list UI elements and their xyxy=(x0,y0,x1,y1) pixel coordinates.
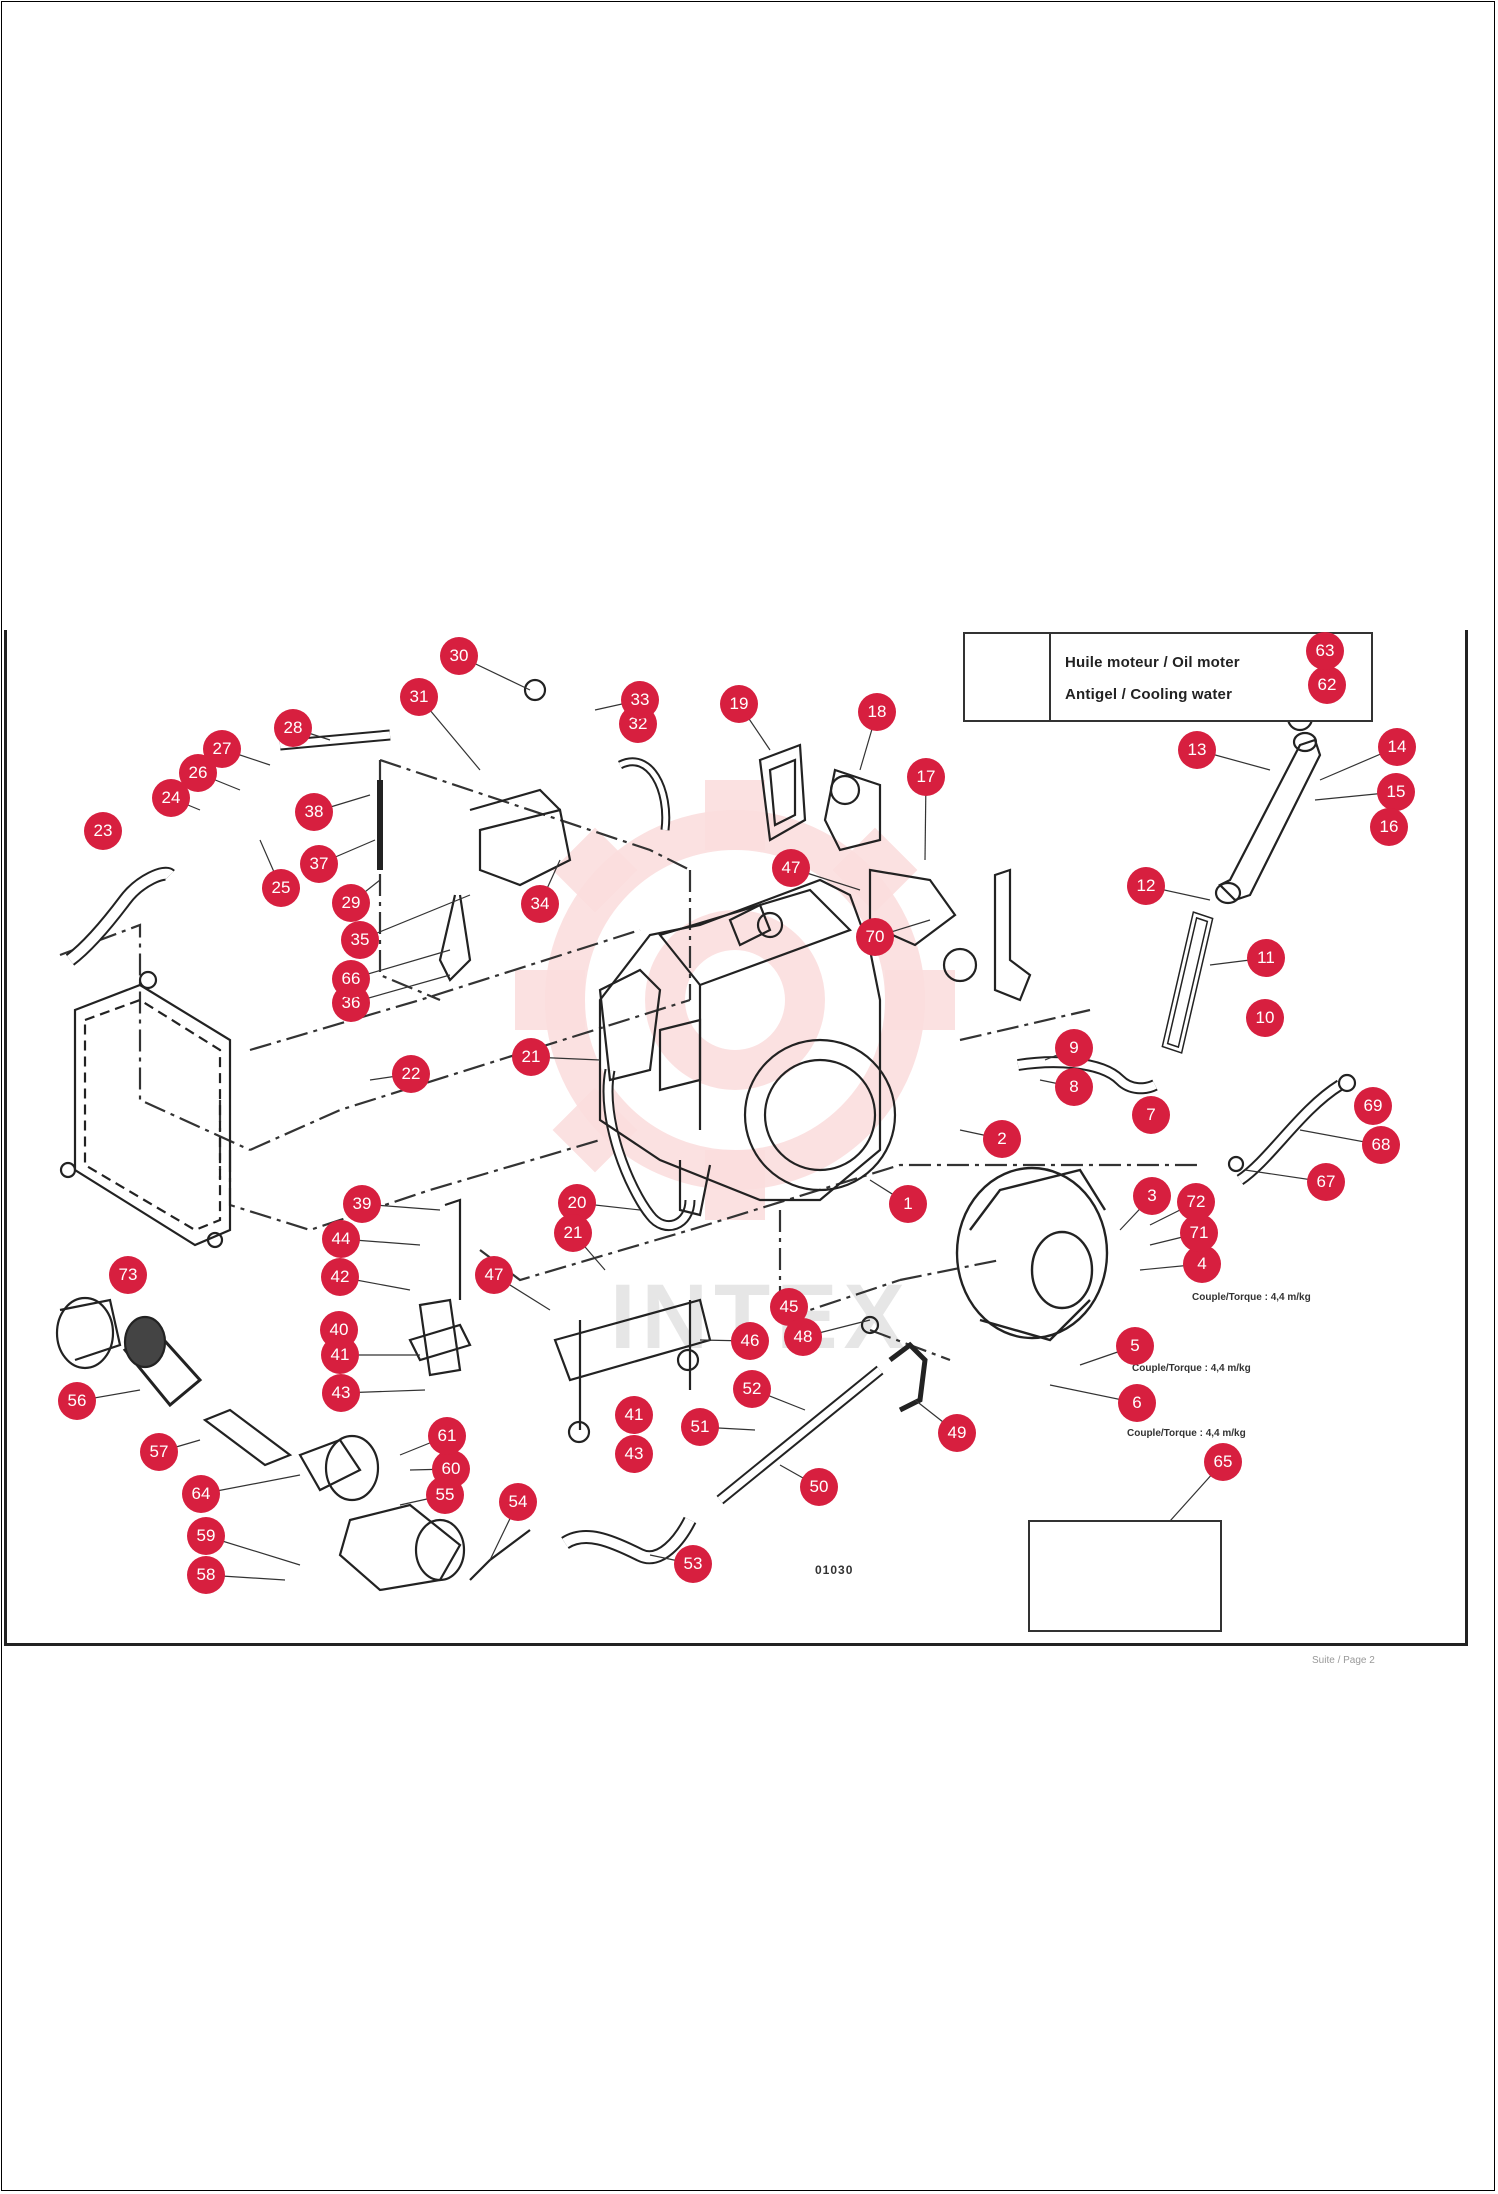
callout-part-25[interactable]: 25 xyxy=(262,869,300,907)
callout-part-3[interactable]: 3 xyxy=(1133,1177,1171,1215)
callout-part-47[interactable]: 47 xyxy=(772,849,810,887)
engine-mount-drawing xyxy=(408,1198,712,1444)
callout-part-15[interactable]: 15 xyxy=(1377,773,1415,811)
callout-part-43[interactable]: 43 xyxy=(615,1435,653,1473)
callout-part-21[interactable]: 21 xyxy=(554,1214,592,1252)
callout-part-2[interactable]: 2 xyxy=(983,1120,1021,1158)
callout-part-69[interactable]: 69 xyxy=(1354,1087,1392,1125)
fluid-legend: Huile moteur / Oil moter Antigel / Cooli… xyxy=(963,632,1373,722)
engine-block-drawing xyxy=(598,878,897,1217)
radiator-drawing xyxy=(59,970,232,1249)
callout-part-37[interactable]: 37 xyxy=(300,845,338,883)
callout-part-19[interactable]: 19 xyxy=(720,685,758,723)
callout-part-44[interactable]: 44 xyxy=(322,1220,360,1258)
callout-part-27[interactable]: 27 xyxy=(203,730,241,768)
callout-part-6[interactable]: 6 xyxy=(1118,1384,1156,1422)
page-note: Suite / Page 2 xyxy=(1312,1655,1375,1666)
callout-part-67[interactable]: 67 xyxy=(1307,1163,1345,1201)
callout-part-41[interactable]: 41 xyxy=(321,1336,359,1374)
callout-part-43[interactable]: 43 xyxy=(322,1374,360,1412)
callout-part-58[interactable]: 58 xyxy=(187,1556,225,1594)
callout-part-65[interactable]: 65 xyxy=(1204,1443,1242,1481)
callout-part-56[interactable]: 56 xyxy=(58,1382,96,1420)
callout-part-42[interactable]: 42 xyxy=(321,1258,359,1296)
callout-part-30[interactable]: 30 xyxy=(440,637,478,675)
torque-note-4: Couple/Torque : 4,4 m/kg xyxy=(1192,1292,1311,1303)
callout-part-33[interactable]: 33 xyxy=(621,681,659,719)
callout-part-28[interactable]: 28 xyxy=(274,709,312,747)
callout-part-61[interactable]: 61 xyxy=(428,1417,466,1455)
callout-part-14[interactable]: 14 xyxy=(1378,728,1416,766)
callout-part-53[interactable]: 53 xyxy=(674,1545,712,1583)
cooling-hoses-drawing xyxy=(65,678,696,1232)
drawing-frame xyxy=(4,630,1468,1646)
callout-part-1[interactable]: 1 xyxy=(889,1185,927,1223)
callout-part-38[interactable]: 38 xyxy=(295,793,333,831)
exhaust-drawing xyxy=(1017,704,1357,1185)
callout-part-63[interactable]: 63 xyxy=(1306,632,1344,670)
callout-part-72[interactable]: 72 xyxy=(1177,1183,1215,1221)
callout-part-51[interactable]: 51 xyxy=(681,1408,719,1446)
callout-part-31[interactable]: 31 xyxy=(400,678,438,716)
callout-part-64[interactable]: 64 xyxy=(182,1475,220,1513)
callout-part-73[interactable]: 73 xyxy=(109,1256,147,1294)
detail-inset-frame xyxy=(1028,1520,1222,1632)
callout-part-18[interactable]: 18 xyxy=(858,693,896,731)
legend-coolant-label: Antigel / Cooling water xyxy=(1065,686,1233,703)
callout-part-34[interactable]: 34 xyxy=(521,885,559,923)
callout-part-41[interactable]: 41 xyxy=(615,1396,653,1434)
starter-alternator-drawing xyxy=(758,743,1032,1002)
callout-part-9[interactable]: 9 xyxy=(1055,1029,1093,1067)
callout-part-5[interactable]: 5 xyxy=(1116,1327,1154,1365)
callout-part-57[interactable]: 57 xyxy=(140,1433,178,1471)
callout-part-49[interactable]: 49 xyxy=(938,1414,976,1452)
callout-part-47[interactable]: 47 xyxy=(475,1256,513,1294)
callout-part-48[interactable]: 48 xyxy=(784,1318,822,1356)
callout-part-11[interactable]: 11 xyxy=(1247,939,1285,977)
callout-part-8[interactable]: 8 xyxy=(1055,1068,1093,1106)
callout-part-12[interactable]: 12 xyxy=(1127,867,1165,905)
callout-part-50[interactable]: 50 xyxy=(800,1468,838,1506)
intake-hose-drawing xyxy=(561,1315,928,1565)
callout-part-24[interactable]: 24 xyxy=(152,779,190,817)
callout-part-16[interactable]: 16 xyxy=(1370,808,1408,846)
jerrycan-icon xyxy=(965,634,1051,720)
callout-part-35[interactable]: 35 xyxy=(341,921,379,959)
callout-part-52[interactable]: 52 xyxy=(733,1370,771,1408)
callout-part-54[interactable]: 54 xyxy=(499,1483,537,1521)
callout-part-59[interactable]: 59 xyxy=(187,1517,225,1555)
callout-part-66[interactable]: 66 xyxy=(332,960,370,998)
callout-part-68[interactable]: 68 xyxy=(1362,1126,1400,1164)
callout-part-29[interactable]: 29 xyxy=(332,884,370,922)
callout-part-62[interactable]: 62 xyxy=(1308,666,1346,704)
callout-part-10[interactable]: 10 xyxy=(1246,999,1284,1037)
callout-part-21[interactable]: 21 xyxy=(512,1038,550,1076)
torque-note-5: Couple/Torque : 4,4 m/kg xyxy=(1132,1363,1251,1374)
callout-part-46[interactable]: 46 xyxy=(731,1322,769,1360)
callout-part-60[interactable]: 60 xyxy=(432,1450,470,1488)
callout-part-23[interactable]: 23 xyxy=(84,812,122,850)
callout-part-17[interactable]: 17 xyxy=(907,758,945,796)
legend-oil-label: Huile moteur / Oil moter xyxy=(1065,654,1240,671)
callout-part-39[interactable]: 39 xyxy=(343,1185,381,1223)
watermark-gear-teeth xyxy=(515,780,955,1220)
flywheel-housing-drawing xyxy=(955,1166,1109,1342)
callout-part-70[interactable]: 70 xyxy=(856,918,894,956)
torque-note-6: Couple/Torque : 4,4 m/kg xyxy=(1127,1428,1246,1439)
drawing-id: 01030 xyxy=(815,1563,854,1577)
callout-part-7[interactable]: 7 xyxy=(1132,1096,1170,1134)
callout-part-22[interactable]: 22 xyxy=(392,1055,430,1093)
callout-part-13[interactable]: 13 xyxy=(1178,731,1216,769)
